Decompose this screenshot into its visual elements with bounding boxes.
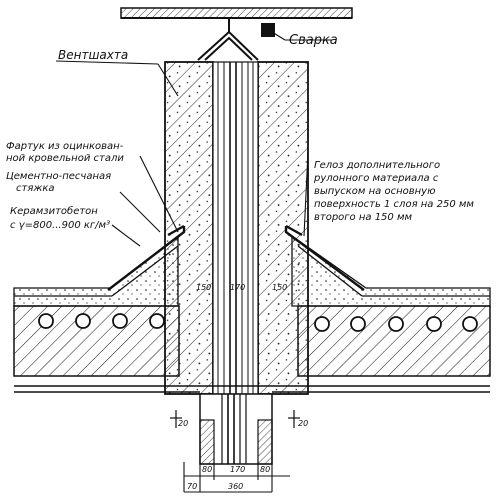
label-gidro-2: рулонного материала с — [313, 173, 439, 184]
label-fartuk-2: ной кровельной стали — [6, 153, 124, 164]
dim-bottom-top-mid: 170 — [230, 465, 245, 474]
dim-bottom-top-right: 80 — [260, 465, 270, 474]
label-gidro-4: поверхность 1 слоя на 250 мм — [314, 199, 474, 210]
label-gidro-1: Гелоз дополнительного — [314, 160, 440, 171]
level-marks — [170, 410, 300, 428]
label-fartuk-1: Фартук из оцинкован- — [6, 141, 124, 152]
leader-lines — [55, 31, 332, 247]
label-keramzit-2: с γ=800...900 кг/м³ — [10, 220, 110, 231]
lower-shaft — [199, 393, 273, 465]
label-keramzit-1: Керамзитобетон — [10, 205, 98, 217]
shaft-wall-left — [164, 61, 214, 395]
roof-layers-right — [291, 234, 491, 307]
dim-level-right: 20 — [298, 419, 308, 428]
dim-level-left: 20 — [178, 419, 188, 428]
roof-layers-left — [13, 234, 179, 307]
dimension-lines — [183, 462, 290, 493]
label-ventshakhta: Вентшахта — [58, 48, 128, 62]
dim-inner-left: 150 — [196, 283, 211, 292]
cap-plate — [120, 7, 353, 19]
dim-bottom-left: 70 — [187, 482, 197, 491]
label-gidro-5: второго на 150 мм — [314, 212, 413, 223]
shaft-channel — [212, 61, 259, 395]
cap-support — [197, 18, 275, 61]
ceiling-line — [14, 385, 490, 393]
label-svarka: Сварка — [289, 33, 338, 48]
shaft-wall-right — [257, 61, 309, 395]
roof-slab-left — [13, 305, 180, 377]
label-cement-1: Цементно-песчаная — [6, 171, 111, 182]
dim-inner-right: 150 — [272, 283, 287, 292]
dim-bottom-total: 360 — [228, 482, 243, 491]
label-cement-2: стяжка — [16, 183, 55, 194]
roof-slab-right — [297, 305, 491, 377]
dim-bottom-top-left: 80 — [202, 465, 212, 474]
label-gidro-3: выпуском на основную — [314, 186, 436, 197]
dim-inner-mid: 170 — [230, 283, 245, 292]
